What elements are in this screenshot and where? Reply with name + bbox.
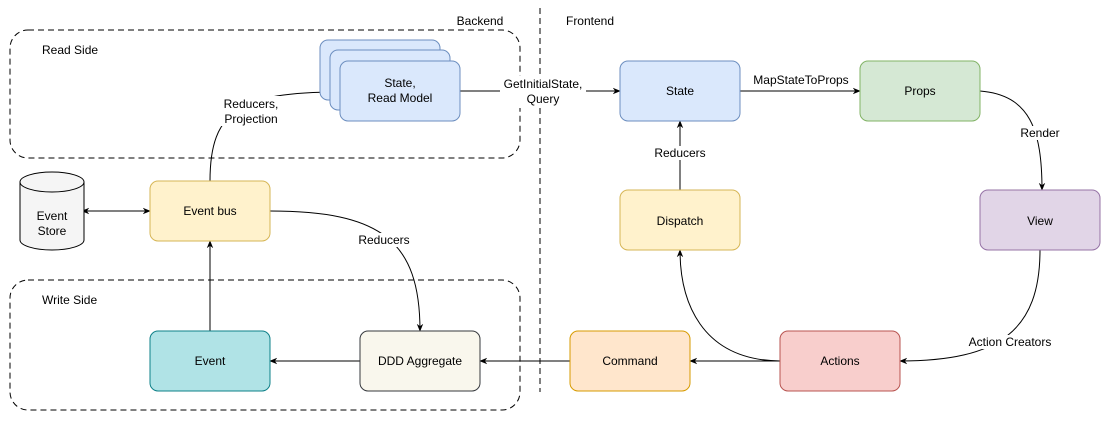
command-label: Command [602,354,657,368]
actions-box [779,330,901,392]
read-model-label-2: Read Model [368,91,433,105]
command-box [569,330,691,392]
event-store-label-2: Store [38,224,67,238]
read-model-label-1: State, [384,76,415,90]
write-side-label: Write Side [42,293,97,307]
dispatch-label: Dispatch [657,214,704,228]
label-reducers-projection-1: Reducers, [224,97,279,111]
read-side-label: Read Side [42,43,98,57]
event-store-node: Event Store [19,171,85,251]
event-box [149,330,271,392]
label-reducers-backend: Reducers [358,233,409,247]
event-node: Event [149,330,271,392]
event-label: Event [195,354,226,368]
view-node: View [979,189,1101,251]
state-read-model-node: State, Read Model [319,39,461,122]
ddd-aggregate-label: DDD Aggregate [378,354,462,368]
state-box [619,60,741,122]
ddd-aggregate-node: DDD Aggregate [359,330,481,392]
props-node: Props [859,60,981,122]
props-label: Props [904,84,935,98]
label-render: Render [1020,126,1059,140]
view-label: View [1027,214,1053,228]
edge-eventbus-to-aggregate [269,210,424,332]
label-reducers-frontend: Reducers [654,146,705,160]
dispatch-node: Dispatch [619,189,741,251]
ddd-aggregate-box [359,330,481,392]
view-box [979,189,1101,251]
event-bus-box [149,180,271,242]
event-bus-node: Event bus [149,180,271,242]
state-node: State [619,60,741,122]
event-store-cylinder [19,171,85,251]
edge-actions-to-dispatch [676,249,781,362]
write-side-container [9,279,521,411]
event-store-top [19,181,85,193]
label-reducers-projection-2: Projection [224,112,277,126]
label-get-initial-state-1: GetInitialState, [504,77,583,91]
event-store-label-1: Event [37,209,68,223]
dispatch-box [619,189,741,251]
edge-props-to-view [979,90,1046,191]
label-map-state-to-props: MapStateToProps [753,73,848,87]
actions-node: Actions [779,330,901,392]
props-box [859,60,981,122]
event-bus-label: Event bus [183,204,236,218]
backend-label: Backend [457,14,504,28]
frontend-label: Frontend [566,14,614,28]
command-node: Command [569,330,691,392]
actions-label: Actions [820,354,859,368]
read-model-box [339,60,461,122]
label-action-creators: Action Creators [969,335,1052,349]
read-side-container [9,29,521,159]
state-label: State [666,84,694,98]
label-get-initial-state-2: Query [527,92,560,106]
